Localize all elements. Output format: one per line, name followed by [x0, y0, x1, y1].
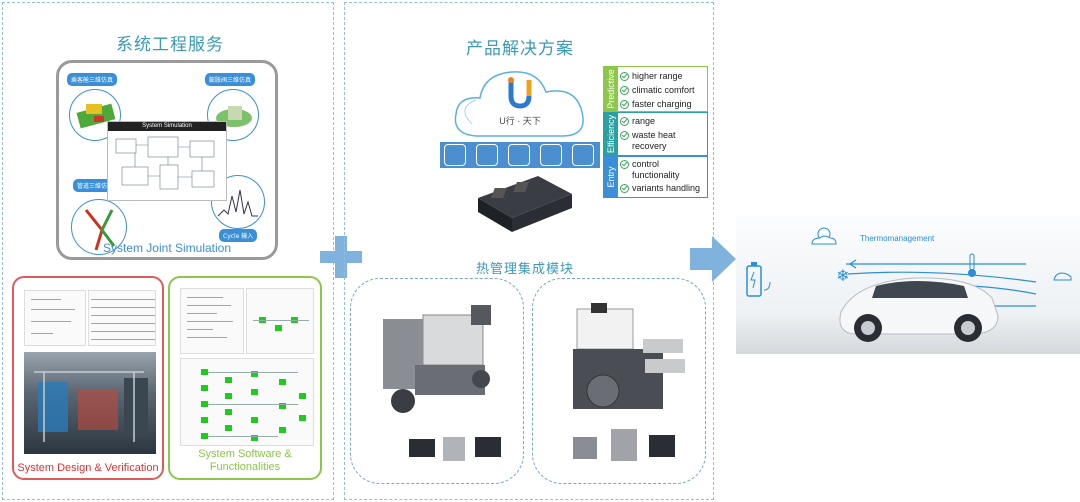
software-logic-diagram	[180, 358, 314, 446]
schematic-lines	[115, 136, 215, 190]
thermometer-icon	[966, 252, 978, 278]
check-icon	[620, 100, 629, 109]
snowflake-icon: ❄	[836, 268, 850, 285]
design-document-right	[88, 290, 156, 346]
software-document-right	[246, 288, 314, 354]
middle-panel-title: 产品解决方案	[466, 39, 574, 59]
thermal-module-panel-right	[532, 278, 706, 484]
test-bench-photo	[24, 352, 156, 454]
feature-item: faster charging	[620, 99, 705, 110]
check-icon	[620, 86, 629, 95]
controller-product-image	[478, 176, 572, 232]
sun-cloud-icon	[808, 224, 838, 250]
design-document-left	[24, 290, 86, 346]
check-icon	[620, 72, 629, 81]
feature-tab-predictive: Predictive	[606, 69, 616, 109]
car-icon	[1052, 268, 1074, 284]
system-joint-simulation-box: 乘客舱三维仿真 膨胀阀三维仿真 管道三维仿真 Cycle 输入 System S…	[56, 60, 278, 260]
feature-tab-efficiency: Efficiency	[606, 114, 616, 154]
feature-item: control functionality	[620, 159, 705, 181]
feature-item: higher range	[620, 71, 705, 82]
system-simulation-diagram: System Simulation	[107, 121, 227, 201]
thermal-module-left-image	[383, 305, 501, 461]
check-icon	[620, 117, 629, 126]
arrow-right-icon	[690, 236, 736, 282]
pipe-sim-circle	[71, 199, 127, 255]
feature-item: variants handling	[620, 183, 705, 194]
battery-icon	[744, 260, 774, 304]
feature-item: range	[620, 116, 705, 127]
u-logo-icon	[505, 76, 535, 110]
pill-cycle-input: Cycle 输入	[219, 229, 258, 242]
user-icon	[572, 144, 594, 166]
thermal-module-right-image	[573, 303, 685, 461]
pill-expansion-valve-sim: 膨胀阀三维仿真	[205, 73, 256, 86]
software-functionalities-caption: System Software & Functionalities	[198, 448, 292, 473]
feature-group-entry: Entry control functionality variants han…	[603, 156, 708, 198]
thermomanagement-label: Thermomanagement	[860, 234, 935, 243]
car-illustration	[839, 259, 1037, 342]
design-verification-caption: System Design & Verification	[17, 462, 159, 474]
simulation-caption: System Joint Simulation	[102, 241, 232, 255]
person-icon	[444, 144, 466, 166]
cycle-chart-image	[217, 189, 258, 217]
check-icon	[620, 160, 629, 169]
thermomanagement-scene: ❄ Thermomanagement	[736, 216, 1080, 354]
pill-pipe-sim: 管道三维仿真	[73, 179, 118, 192]
feature-group-predictive: Predictive higher range climatic comfort…	[603, 66, 708, 112]
left-panel-title: 系统工程服务	[116, 35, 224, 55]
feature-tab-entry: Entry	[606, 166, 616, 188]
feature-item: waste heat recovery	[620, 130, 705, 152]
test-bench-image	[34, 371, 148, 442]
system-software-panel: System Software & Functionalities	[168, 276, 322, 480]
module-title: 热管理集成模块	[475, 262, 574, 277]
vehicle-icon	[508, 144, 530, 166]
feature-item: climatic comfort	[620, 85, 705, 96]
cloud-logo-text: U行 · 天下	[499, 116, 541, 126]
check-icon	[620, 131, 629, 140]
pipe-model-image	[84, 209, 116, 251]
cabin-sim-circle	[69, 89, 121, 141]
human-figure-icon	[540, 144, 562, 166]
parking-icon	[476, 144, 498, 166]
system-design-panel: System Design & Verification	[12, 276, 164, 480]
feature-group-efficiency: Efficiency range waste heat recovery	[603, 112, 708, 156]
check-icon	[620, 184, 629, 193]
cloud-graphic	[454, 71, 584, 137]
system-simulation-header: System Simulation	[108, 122, 226, 131]
pill-cabin-sim: 乘客舱三维仿真	[67, 73, 118, 86]
cabin-model-image	[76, 103, 116, 129]
software-document-left	[180, 288, 244, 354]
thermal-module-panel-left	[350, 278, 524, 484]
